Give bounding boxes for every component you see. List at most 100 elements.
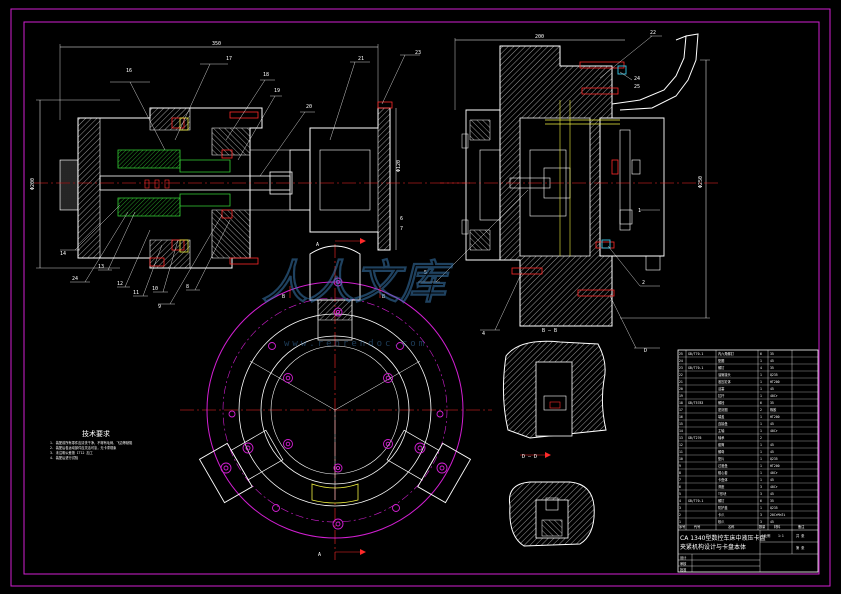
svg-text:200: 200	[535, 34, 544, 40]
notes-line-1: 1. 装配前所有零件应清洗干净，不得有毛刺、飞边等缺陷	[50, 440, 132, 445]
parts-cell-mat: 35	[770, 499, 774, 503]
callout-21: 21	[358, 56, 364, 62]
parts-cell-no: 20	[679, 387, 683, 391]
watermark-url: www.renrendoc.com	[284, 339, 427, 349]
svg-text:Φ200: Φ200	[30, 178, 36, 190]
callout-14: 14	[60, 251, 66, 257]
parts-cell-name: 端盖	[718, 414, 725, 419]
parts-cell-mat: 45	[770, 478, 774, 482]
callout-2: 2	[642, 280, 645, 286]
parts-cell-no: 17	[679, 408, 683, 412]
parts-cell-name: 螺钉	[718, 365, 725, 370]
parts-cell-qty: 1	[760, 506, 762, 510]
parts-cell-no: 25	[679, 352, 683, 356]
parts-cell-name: 活塞	[718, 386, 725, 391]
parts-cell-qty: 1	[760, 471, 762, 475]
approver-label: 批准	[680, 567, 687, 572]
parts-cell-mat: 45	[770, 443, 774, 447]
parts-cell-name: 卡盘体	[718, 477, 728, 482]
parts-cell-mat: 20CrMnTi	[770, 513, 785, 517]
parts-cell-mat: 橡胶	[770, 407, 777, 412]
callout-1: 1	[638, 208, 641, 214]
detail-label-d-d: D — D	[522, 454, 537, 460]
callout-13: 13	[98, 264, 104, 270]
parts-cell-no: 8	[679, 471, 681, 475]
parts-cell-mat: 40Cr	[770, 471, 778, 475]
parts-header-remark: 备注	[798, 524, 805, 529]
parts-header-qty: 数量	[759, 524, 766, 529]
callout-22: 22	[650, 30, 656, 36]
parts-cell-no: 22	[679, 373, 683, 377]
parts-cell-no: 1	[679, 520, 681, 524]
parts-cell-qty: 1	[760, 380, 762, 384]
parts-cell-name: 液压缸体	[718, 379, 732, 384]
callout-25: 25	[634, 84, 640, 90]
parts-cell-no: 19	[679, 394, 683, 398]
parts-cell-mat: Q235	[770, 457, 778, 461]
section-label-b-right: B	[382, 294, 385, 300]
parts-header-mat: 材料	[774, 524, 781, 529]
checker-label: 审核	[680, 561, 687, 566]
parts-cell-qty: 1	[760, 387, 762, 391]
parts-cell-no: 5	[679, 492, 681, 496]
parts-cell-code: GB/T70.1	[688, 366, 703, 370]
parts-cell-qty: 3	[760, 520, 762, 524]
parts-cell-qty: 1	[760, 373, 762, 377]
parts-cell-mat: 45	[770, 520, 774, 524]
section-label-b-left: B	[282, 294, 285, 300]
callout-20: 20	[306, 104, 312, 110]
sheet-number: 第 张	[796, 545, 805, 550]
section-label-a-top: A	[316, 242, 319, 248]
parts-cell-qty: 6	[760, 352, 762, 356]
parts-cell-qty: 3	[760, 492, 762, 496]
parts-cell-name: 螺母	[718, 449, 724, 454]
callout-12: 12	[117, 281, 123, 287]
parts-cell-qty: 1	[760, 429, 762, 433]
parts-cell-name: 防护盖	[718, 505, 728, 510]
parts-cell-no: 9	[679, 464, 681, 468]
parts-cell-mat: 45	[770, 359, 774, 363]
parts-cell-code: GB/T70.1	[688, 499, 703, 503]
detail-label-b-b: B — B	[542, 328, 557, 334]
callout-4: 4	[482, 331, 485, 337]
parts-cell-name: 软爪	[718, 519, 725, 524]
parts-cell-no: 7	[679, 478, 681, 482]
parts-cell-qty: 1	[760, 457, 762, 461]
section-mark-d: D	[644, 348, 647, 354]
drawing-title: CA 1340型数控车床中液压卡盘	[680, 534, 765, 542]
detail-view-b-b	[502, 340, 607, 439]
parts-cell-mat: HT200	[770, 415, 780, 419]
parts-cell-mat: 40Cr	[770, 429, 778, 433]
parts-cell-no: 15	[679, 422, 683, 426]
notes-title: 技术要求	[82, 429, 110, 438]
watermark: 人人文库 www.renrendoc.com	[261, 254, 454, 349]
parts-cell-name: 卡爪	[718, 512, 725, 517]
parts-cell-name: 垫片	[718, 456, 724, 461]
parts-cell-code: GB/T276	[688, 436, 702, 440]
parts-header-code: 代号	[694, 524, 700, 529]
callout-18: 18	[263, 72, 269, 78]
notes-line-4: 4. 装配后进行试验	[50, 455, 79, 460]
parts-cell-mat: Q235	[770, 506, 778, 510]
parts-cell-no: 24	[679, 359, 683, 363]
svg-text:Φ120: Φ120	[396, 160, 402, 172]
parts-cell-qty: 3	[760, 485, 762, 489]
callout-23: 23	[415, 50, 421, 56]
parts-cell-no: 3	[679, 506, 681, 510]
parts-cell-mat: 35	[770, 352, 774, 356]
parts-cell-mat: 45	[770, 492, 774, 496]
parts-cell-name: 螺栓	[718, 400, 725, 405]
notes-line-3: 3. 未注明公差按 IT12 加工	[50, 450, 94, 455]
parts-cell-no: 13	[679, 436, 683, 440]
parts-cell-mat: 35	[770, 366, 774, 370]
parts-cell-qty: 2	[760, 436, 762, 440]
callout-8-left: 8	[186, 284, 189, 290]
parts-cell-name: 螺钉	[718, 498, 725, 503]
parts-cell-no: 4	[679, 499, 681, 503]
parts-cell-qty: 1	[760, 359, 762, 363]
parts-cell-qty: 1	[760, 415, 762, 419]
parts-cell-name: 垫圈	[718, 358, 724, 363]
parts-cell-mat: 45	[770, 387, 774, 391]
scale-label: 比例	[764, 533, 770, 538]
